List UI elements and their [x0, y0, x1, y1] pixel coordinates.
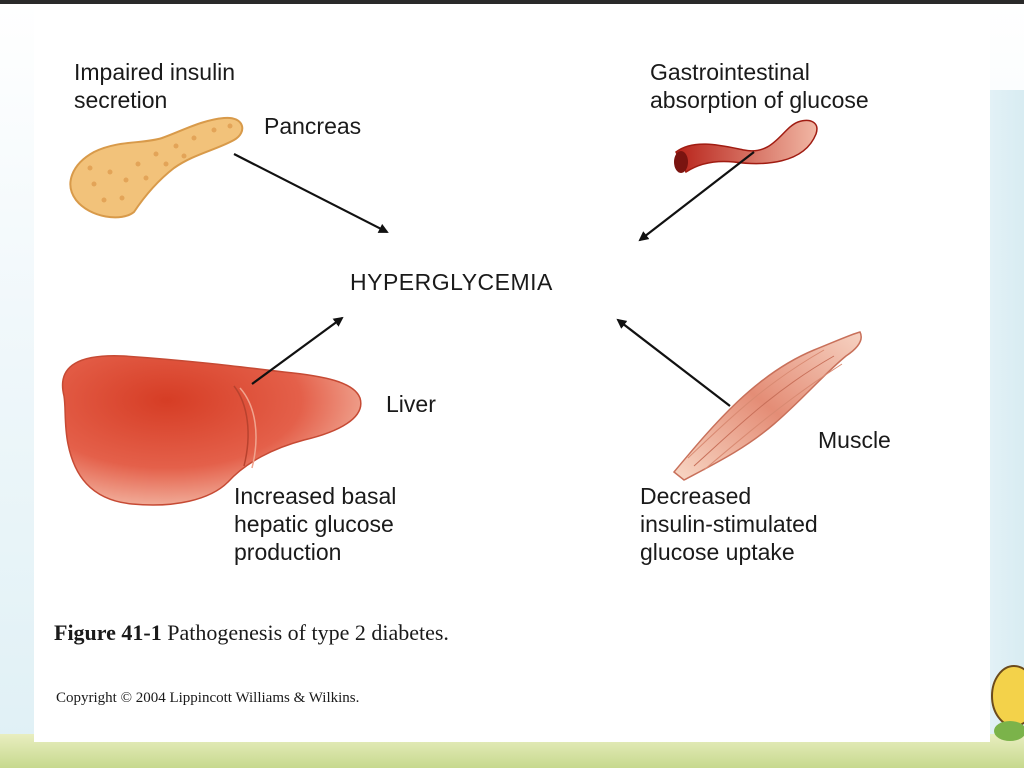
pancreas-label: Pancreas — [264, 113, 362, 139]
muscle-cause-label: Decreased insulin-stimulated glucose upt… — [640, 483, 818, 565]
arrow-muscle-to-center — [616, 318, 731, 407]
muscle-icon — [672, 331, 862, 481]
liver-cause-label: Increased basal hepatic glucose producti… — [234, 483, 397, 565]
copyright-notice: Copyright © 2004 Lippincott Williams & W… — [56, 690, 360, 706]
slide-content-card: Impaired insulin secretion Pancreas Gast… — [34, 4, 990, 742]
muscle-label: Muscle — [818, 427, 891, 453]
cartoon-character-icon — [991, 665, 1024, 741]
hyperglycemia-label: HYPERGLYCEMIA — [350, 269, 553, 295]
gastrointestinal-tract-icon — [674, 119, 818, 174]
figure-caption: Figure 41-1 Pathogenesis of type 2 diabe… — [54, 620, 449, 646]
pancreas-icon — [69, 116, 244, 219]
gastrointestinal-cause-label: Gastrointestinal absorption of glucose — [650, 59, 869, 113]
figure-caption-text: Pathogenesis of type 2 diabetes. — [161, 620, 449, 645]
liver-icon — [61, 355, 362, 506]
top-border — [0, 0, 1024, 4]
arrow-pancreas-to-center — [233, 153, 389, 233]
pancreas-cause-label: Impaired insulin secretion — [74, 59, 236, 113]
figure-number: Figure 41-1 — [54, 620, 162, 645]
liver-label: Liver — [386, 391, 436, 417]
arrow-liver-to-center — [251, 316, 344, 385]
arrow-gut-to-center — [638, 151, 755, 242]
diagram-graphics — [61, 116, 862, 506]
